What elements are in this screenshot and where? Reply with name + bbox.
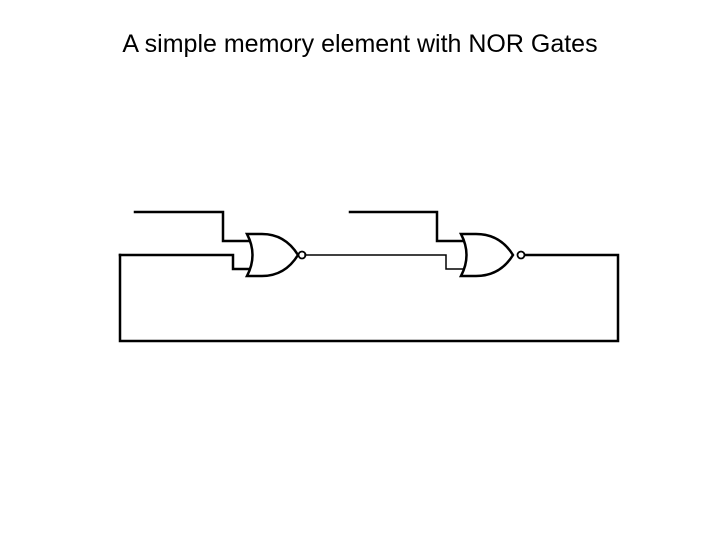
gate1-input-b-wire xyxy=(118,253,253,271)
nor-gate-2 xyxy=(458,232,526,278)
nor-gate-2-body xyxy=(458,232,515,278)
gate1-to-gate2-wire xyxy=(304,254,466,270)
slide-title: A simple memory element with NOR Gates xyxy=(122,30,598,58)
feedback-loop-wire xyxy=(118,253,620,343)
gate2-input-a-wire xyxy=(348,210,468,243)
nor-gate-2-inversion-bubble xyxy=(516,250,526,260)
gate1-input-a-wire xyxy=(133,210,254,243)
nor-gate-1 xyxy=(244,232,307,278)
nor-gate-1-body xyxy=(244,232,300,278)
